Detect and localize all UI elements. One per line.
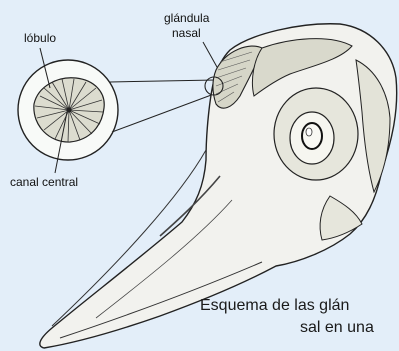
lobule-magnified	[18, 60, 118, 160]
canal-central-label: canal central	[10, 176, 78, 189]
glandula-nasal-label-line2: nasal	[172, 27, 201, 40]
zoom-leader-top	[110, 80, 216, 82]
glandula-nasal-label-line1: glándula	[164, 12, 209, 25]
caption-line2: sal en una	[300, 318, 374, 338]
eye-highlight	[306, 128, 312, 136]
eye	[302, 123, 322, 149]
zoom-leader-bottom	[112, 94, 214, 132]
lobulo-label: lóbulo	[24, 32, 56, 45]
caption-line1: Esquema de las glán	[200, 296, 349, 316]
central-canal	[67, 108, 72, 113]
